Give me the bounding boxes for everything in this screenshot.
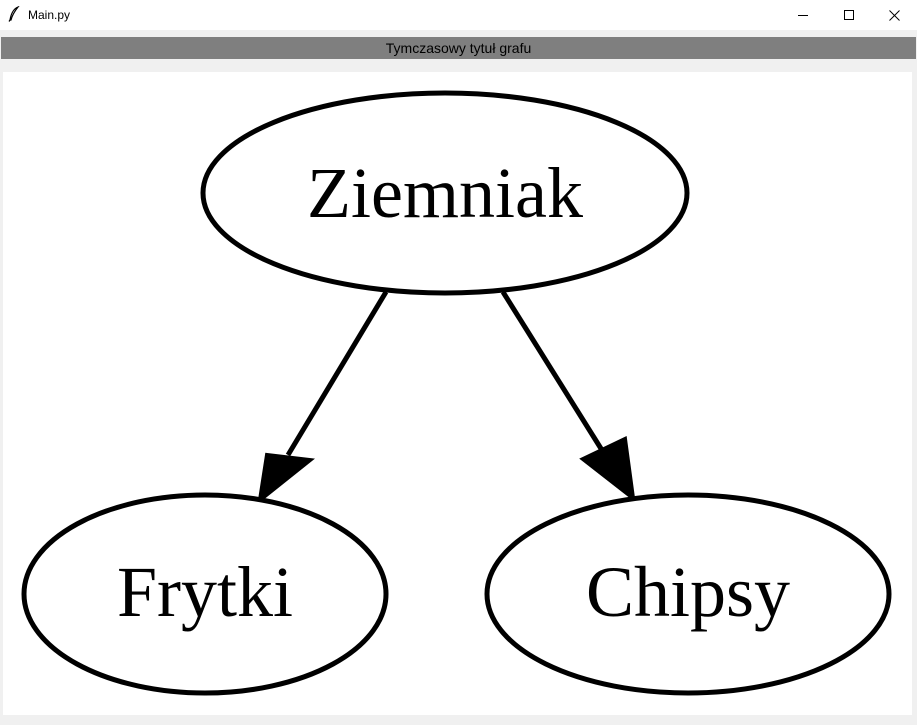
minimize-button[interactable] <box>780 0 826 30</box>
arrowhead <box>579 436 636 503</box>
node-label: Chipsy <box>586 552 790 632</box>
close-icon <box>888 9 900 21</box>
edge-ziemniak-chipsy <box>500 290 636 503</box>
edge-ziemniak-frytki <box>257 290 389 505</box>
window-title: Main.py <box>28 8 71 22</box>
window-titlebar[interactable]: Main.py <box>0 0 917 30</box>
graph-diagram: Ziemniak Frytki Chipsy <box>21 90 892 696</box>
graph-title-bar: Tymczasowy tytuł grafu <box>1 37 916 59</box>
arrowhead <box>257 452 315 505</box>
node-chipsy[interactable]: Chipsy <box>484 492 892 696</box>
edge-line <box>285 290 389 457</box>
node-frytki[interactable]: Frytki <box>21 492 389 696</box>
node-ellipse <box>21 492 389 696</box>
feather-icon <box>8 5 20 22</box>
edge-line <box>500 290 608 457</box>
node-label: Frytki <box>117 552 293 632</box>
node-ellipse <box>484 492 892 696</box>
node-label: Ziemniak <box>307 153 583 233</box>
node-ellipse <box>200 90 690 296</box>
graph-title: Tymczasowy tytuł grafu <box>385 40 532 56</box>
graph-canvas: Ziemniak Frytki Chipsy <box>3 72 912 715</box>
minimize-icon <box>798 10 808 20</box>
maximize-button[interactable] <box>826 0 872 30</box>
node-ziemniak[interactable]: Ziemniak <box>200 90 690 296</box>
maximize-icon <box>844 10 854 20</box>
close-button[interactable] <box>871 0 917 30</box>
